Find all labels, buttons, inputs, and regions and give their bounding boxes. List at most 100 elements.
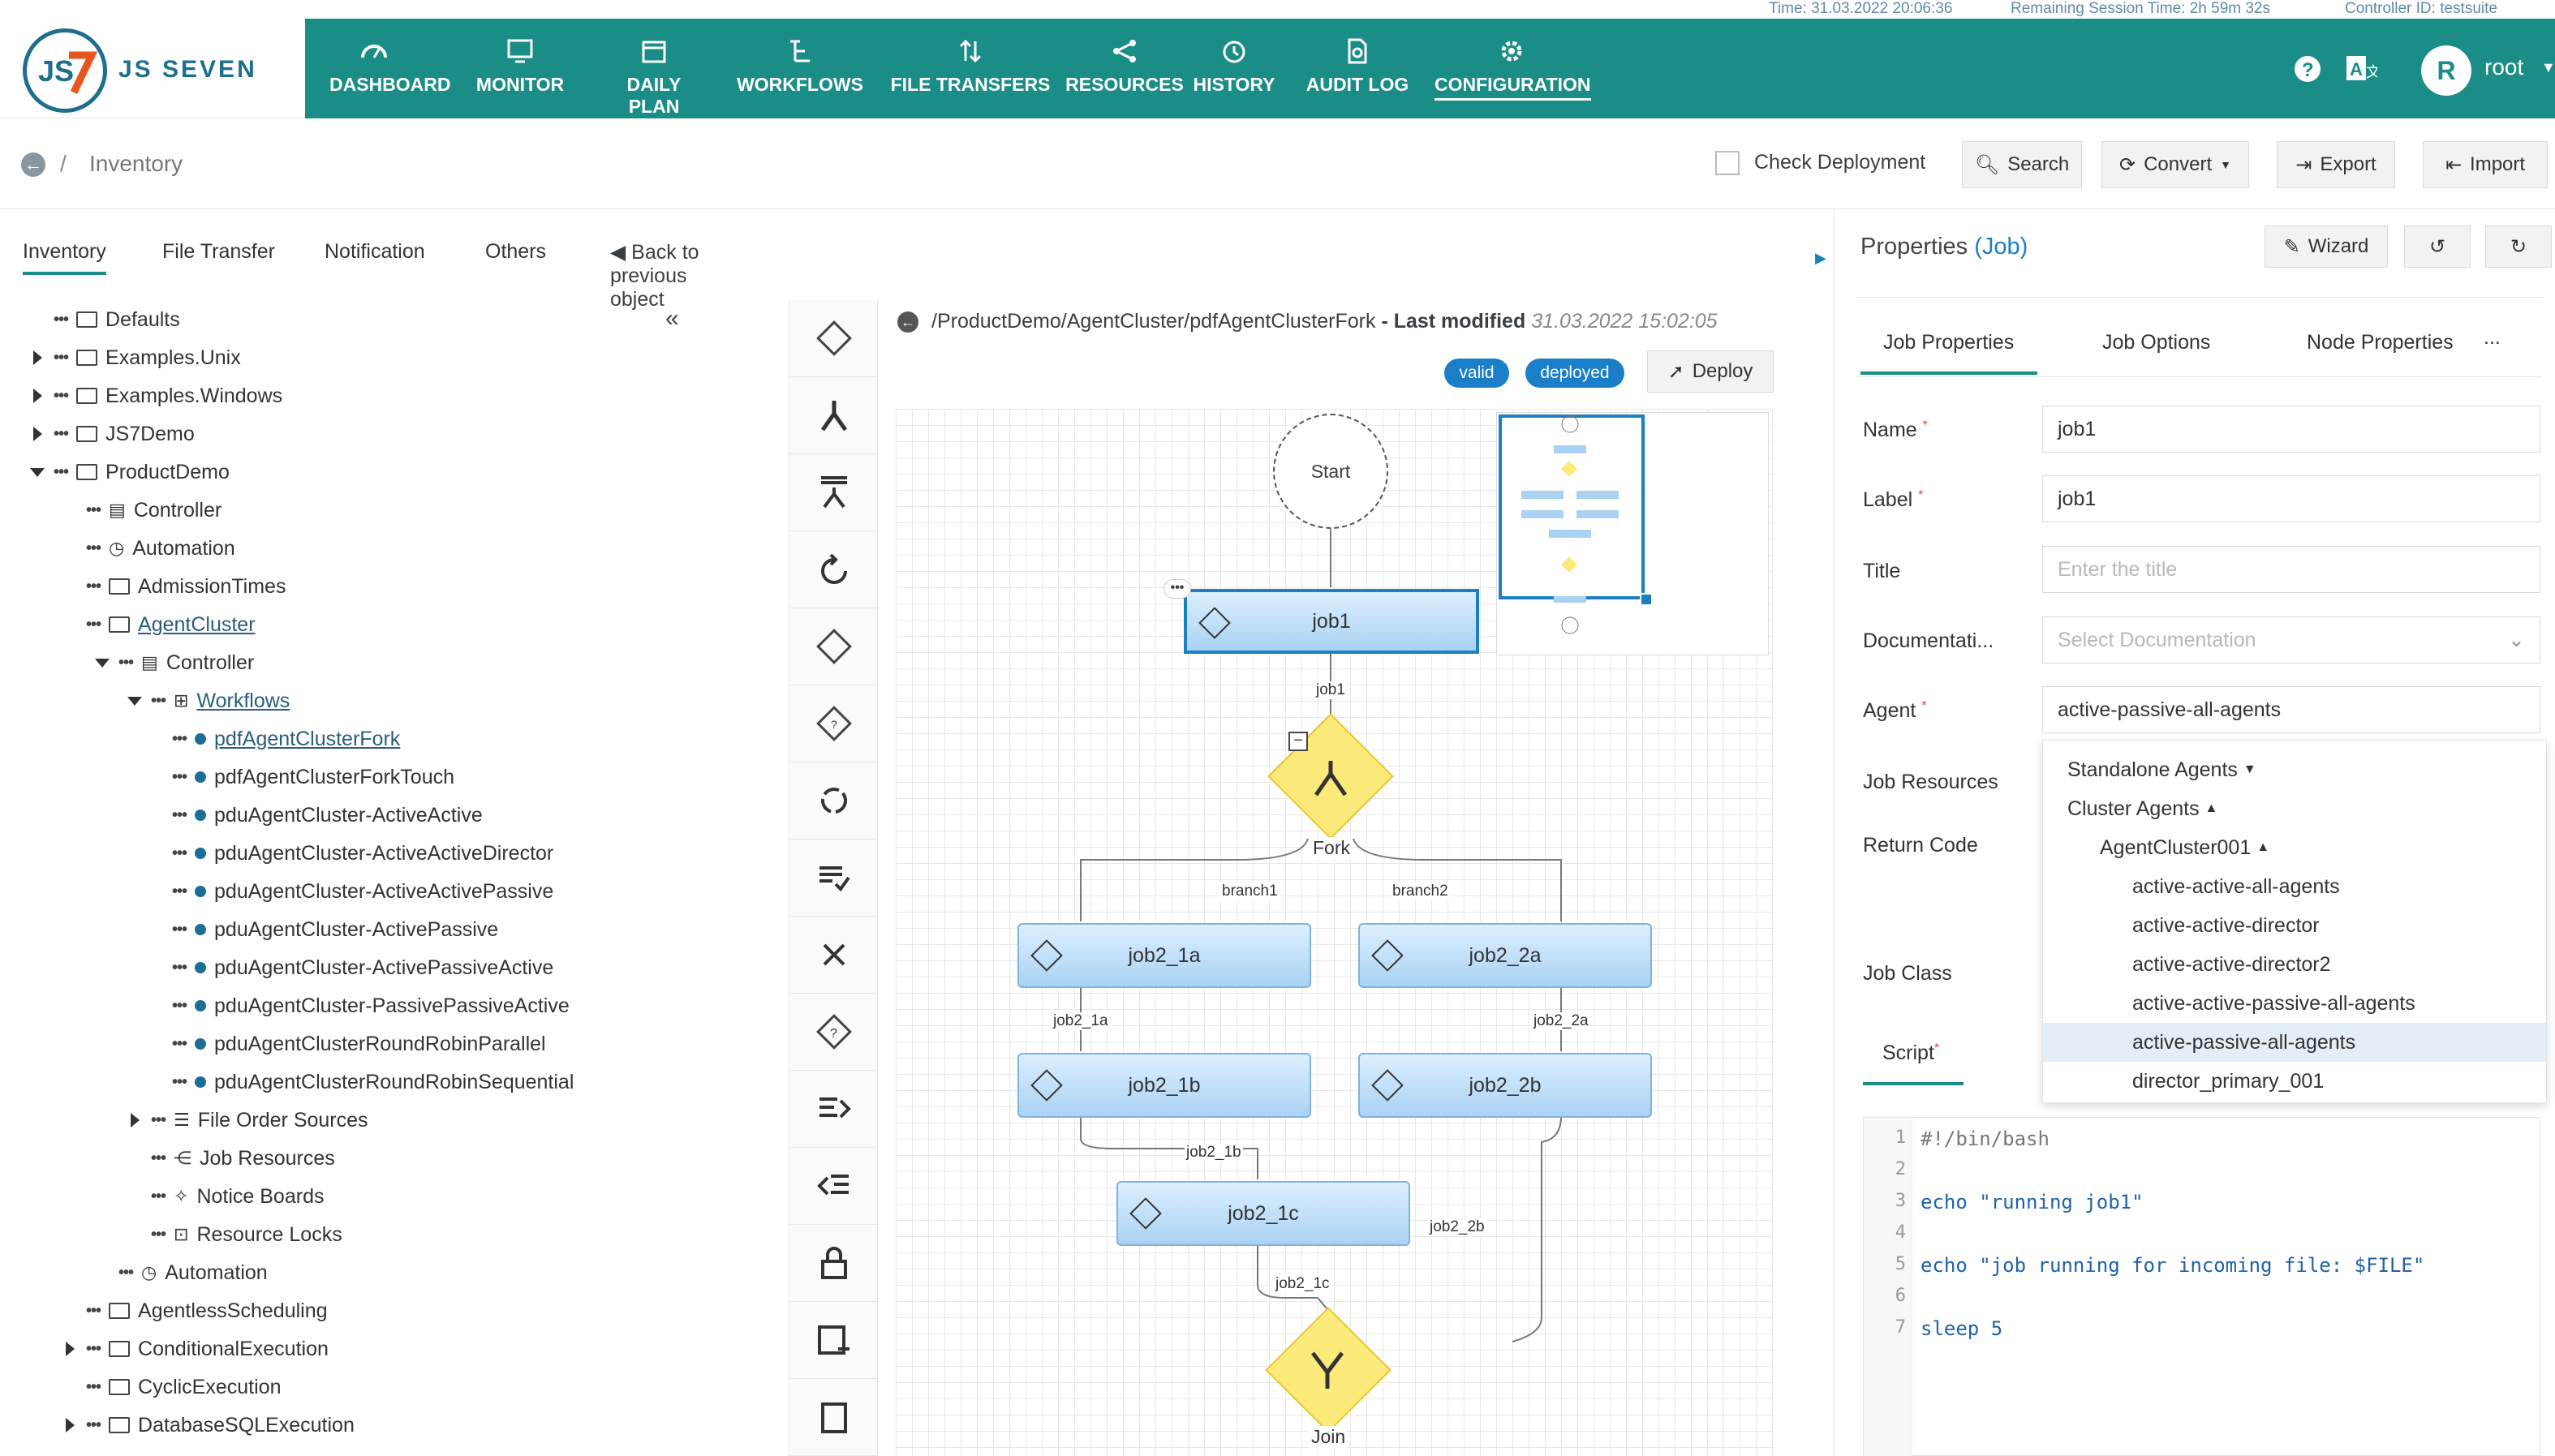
agent-option[interactable]: active-active-all-agents [2132, 874, 2340, 898]
job2-2a-node[interactable]: job2_2a [1358, 923, 1652, 988]
tool-post-notice-icon[interactable] [789, 1071, 879, 1148]
tool-if-icon[interactable] [789, 608, 879, 685]
tool-try-icon[interactable]: ? [789, 685, 879, 762]
tree-item[interactable]: •••◷Automation [94, 1255, 268, 1291]
agent-option[interactable]: director_primary_001 [2132, 1069, 2325, 1093]
job1-node[interactable]: job1 [1184, 589, 1479, 654]
item-menu-icon[interactable]: ••• [86, 500, 101, 519]
node-menu-dots-icon[interactable]: ••• [1164, 579, 1191, 599]
job2-1a-node[interactable]: job2_1a [1017, 923, 1311, 988]
tree-item[interactable]: •••AgentlessScheduling [62, 1293, 328, 1329]
nav-dashboard[interactable]: DASHBOARD [329, 19, 451, 118]
tool-finish-icon[interactable] [789, 840, 879, 917]
item-menu-icon[interactable]: ••• [172, 805, 187, 824]
item-menu-icon[interactable]: ••• [54, 348, 69, 367]
tool-lock-icon[interactable] [789, 1225, 879, 1302]
tree-item[interactable]: •••☰File Order Sources [127, 1102, 368, 1138]
collapse-panel-icon[interactable]: ▶ [1815, 250, 1826, 266]
user-avatar[interactable]: R [2421, 45, 2471, 96]
caret-right-icon[interactable] [29, 350, 45, 365]
script-tab[interactable]: Script* [1882, 1042, 1940, 1064]
item-menu-icon[interactable]: ••• [172, 767, 187, 786]
tree-item[interactable]: •••◷Automation [62, 530, 235, 566]
agent-option[interactable]: active-active-director [2132, 913, 2320, 937]
tab-others[interactable]: Others [485, 240, 547, 263]
item-menu-icon[interactable]: ••• [118, 1263, 134, 1282]
group-cluster-agents[interactable]: Cluster Agents ▲ [2067, 797, 2218, 820]
tree-item[interactable]: •••AdmissionTimes [62, 569, 286, 604]
controller-id[interactable]: Controller ID: testsuite [2345, 0, 2497, 17]
wizard-button[interactable]: ✎Wizard [2265, 225, 2388, 268]
caret-down-icon[interactable] [29, 467, 45, 477]
tree-item[interactable]: •••pdfAgentClusterFork [148, 721, 400, 757]
item-menu-icon[interactable]: ••• [151, 1225, 166, 1243]
item-menu-icon[interactable]: ••• [172, 958, 187, 977]
tool-fork-list-icon[interactable] [789, 454, 879, 531]
nav-monitor[interactable]: MONITOR [475, 19, 565, 118]
agent-field[interactable]: active-passive-all-agents [2042, 686, 2540, 733]
item-menu-icon[interactable]: ••• [86, 615, 101, 634]
tool-fork-icon[interactable] [789, 377, 879, 454]
tab-inventory[interactable]: Inventory [23, 240, 106, 275]
tree-item[interactable]: •••▤Controller [62, 492, 222, 528]
tree-item[interactable]: •••pduAgentCluster-ActivePassive [148, 912, 498, 947]
tab-notification[interactable]: Notification [325, 240, 425, 263]
undo-button[interactable]: ↺ [2404, 225, 2471, 268]
tree-item[interactable]: •••Defaults [29, 302, 180, 337]
job2-2b-node[interactable]: job2_2b [1358, 1053, 1652, 1118]
item-menu-icon[interactable]: ••• [54, 310, 69, 329]
title-field[interactable]: Enter the title [2042, 546, 2540, 593]
user-menu-caret-icon[interactable]: ▼ [2541, 59, 2555, 75]
item-menu-icon[interactable]: ••• [86, 1377, 101, 1396]
redo-button[interactable]: ↻ [2485, 225, 2552, 268]
tabs-more-icon[interactable]: ... [2484, 326, 2501, 349]
workflow-back-icon[interactable]: ← [897, 311, 918, 333]
item-menu-icon[interactable]: ••• [86, 1415, 101, 1434]
nav-configuration[interactable]: CONFIGURATION [1434, 19, 1591, 118]
item-menu-icon[interactable]: ••• [172, 1072, 187, 1091]
tree-item[interactable]: •••ProductDemo [29, 454, 230, 490]
nav-daily-plan[interactable]: DAILY PLAN [601, 19, 707, 118]
back-to-previous-link[interactable]: ◀ Back to previous object [610, 241, 699, 311]
tree-item[interactable]: •••⊞Workflows [127, 683, 290, 719]
item-menu-icon[interactable]: ••• [118, 653, 134, 672]
nav-file-transfers[interactable]: FILE TRANSFERS [889, 19, 1052, 118]
item-menu-icon[interactable]: ••• [54, 424, 69, 443]
deploy-button[interactable]: ➚Deploy [1647, 350, 1774, 393]
nav-workflows[interactable]: WORKFLOWS [735, 19, 865, 118]
tool-paste-icon[interactable] [789, 1379, 879, 1456]
agent-option[interactable]: active-passive-all-agents [2043, 1023, 2546, 1062]
nav-history[interactable]: HISTORY [1189, 19, 1279, 118]
caret-right-icon[interactable] [29, 389, 45, 403]
item-menu-icon[interactable]: ••• [54, 462, 69, 481]
collapse-sidebar-icon[interactable]: « [665, 305, 679, 332]
item-menu-icon[interactable]: ••• [172, 882, 187, 900]
caret-right-icon[interactable] [62, 1418, 78, 1432]
item-menu-icon[interactable]: ••• [151, 691, 166, 710]
tool-cycle-icon[interactable] [789, 762, 879, 840]
cluster-agentcluster001[interactable]: AgentCluster001 ▲ [2100, 835, 2270, 859]
nav-resources[interactable]: RESOURCES [1064, 19, 1185, 118]
nav-audit-log[interactable]: AUDIT LOG [1305, 19, 1410, 118]
agent-option[interactable]: active-active-director2 [2132, 952, 2331, 976]
item-menu-icon[interactable]: ••• [151, 1149, 166, 1167]
minimap-resize-handle[interactable] [1640, 593, 1653, 606]
tab-job-properties[interactable]: Job Properties [1883, 331, 2015, 354]
group-standalone-agents[interactable]: Standalone Agents ▼ [2067, 758, 2256, 781]
tree-item[interactable]: •••CyclicExecution [62, 1369, 281, 1405]
tool-question-icon[interactable]: ? [789, 994, 879, 1071]
item-menu-icon[interactable]: ••• [86, 577, 101, 595]
user-name[interactable]: root [2484, 54, 2524, 79]
job2-1b-node[interactable]: job2_1b [1017, 1053, 1311, 1118]
tree-item[interactable]: •••⋲Job Resources [127, 1140, 335, 1176]
check-deployment-checkbox[interactable] [1715, 151, 1740, 175]
tree-item[interactable]: •••pduAgentCluster-ActiveActiveDirector [148, 835, 553, 871]
import-button[interactable]: ⇤Import [2423, 141, 2548, 188]
name-field[interactable]: job1 [2042, 406, 2540, 453]
tool-add-order-icon[interactable] [789, 1302, 879, 1379]
tool-job-icon[interactable] [789, 300, 879, 377]
caret-right-icon[interactable] [62, 1342, 78, 1356]
item-menu-icon[interactable]: ••• [86, 1301, 101, 1320]
tree-item[interactable]: •••pduAgentCluster-ActiveActive [148, 797, 483, 833]
